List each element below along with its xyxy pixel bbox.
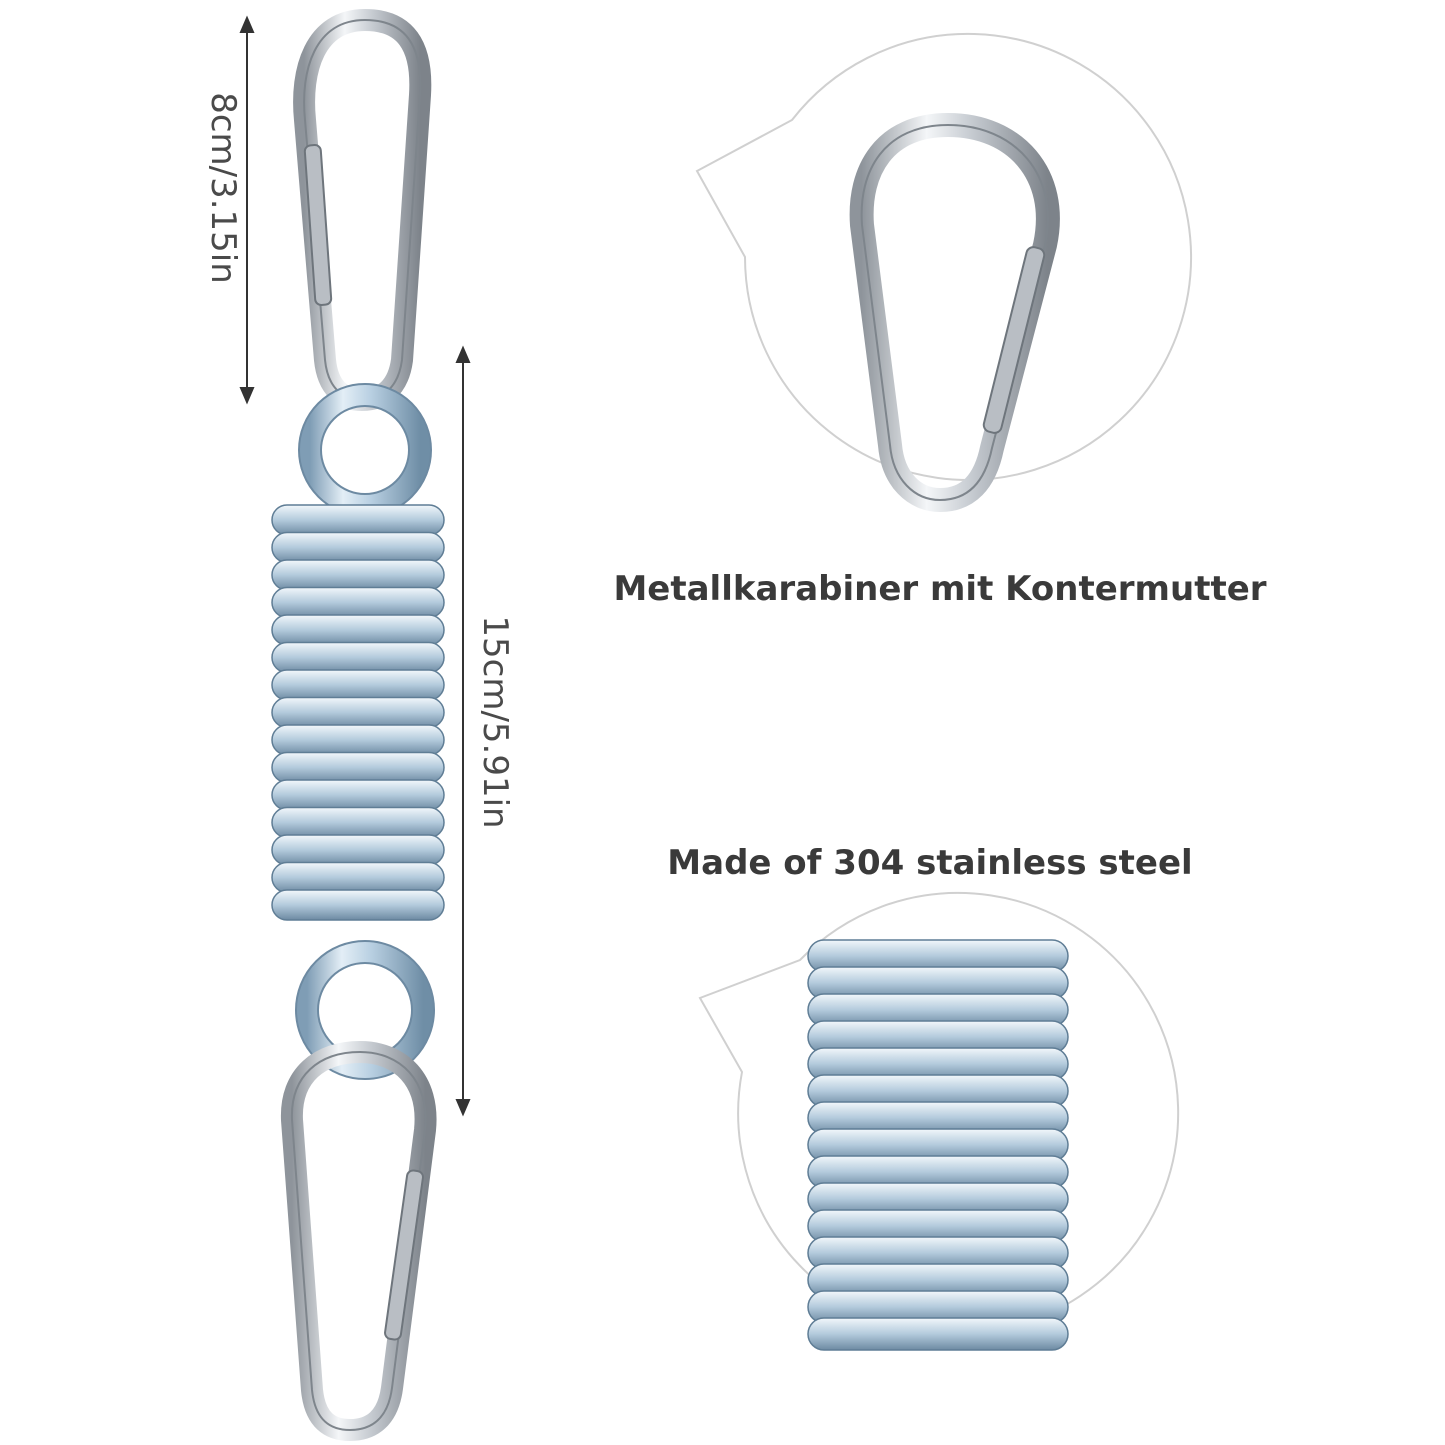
spring-coil — [271, 724, 445, 756]
top-carabiner-icon — [293, 9, 432, 411]
spring-coil — [807, 1317, 1069, 1351]
dimension-arrow-spring — [455, 345, 471, 1117]
spring-coil — [271, 751, 445, 784]
material-caption: Made of 304 stainless steel — [667, 843, 1193, 883]
spring-coil — [271, 504, 445, 536]
spring-coil — [271, 559, 445, 591]
spring-coil — [271, 779, 445, 811]
callout-carabiner — [695, 32, 1192, 481]
spring-coil — [271, 531, 445, 564]
dimension-arrow-carabiner — [239, 15, 255, 405]
callout-carabiner-icon — [849, 113, 1060, 512]
spring-icon — [271, 504, 445, 921]
spring-coil — [271, 641, 445, 674]
spring-coil — [271, 806, 445, 839]
spring-coil — [271, 614, 445, 646]
spring-coil — [271, 669, 445, 701]
spring-length-label: 15cm/5.91in — [475, 615, 515, 829]
spring-coil — [271, 861, 445, 894]
spring-coil — [271, 834, 445, 866]
carabiner-caption: Metallkarabiner mit Kontermutter — [613, 569, 1267, 609]
spring-coil — [271, 586, 445, 619]
spring-coil — [271, 696, 445, 729]
spring-coil — [271, 889, 445, 921]
callout-spring-closeup-icon — [807, 939, 1069, 1351]
bottom-ring-icon — [295, 940, 435, 1080]
bottom-carabiner-icon — [280, 1041, 437, 1441]
top-ring-icon — [298, 383, 432, 517]
carabiner-length-label: 8cm/3.15in — [203, 92, 243, 284]
